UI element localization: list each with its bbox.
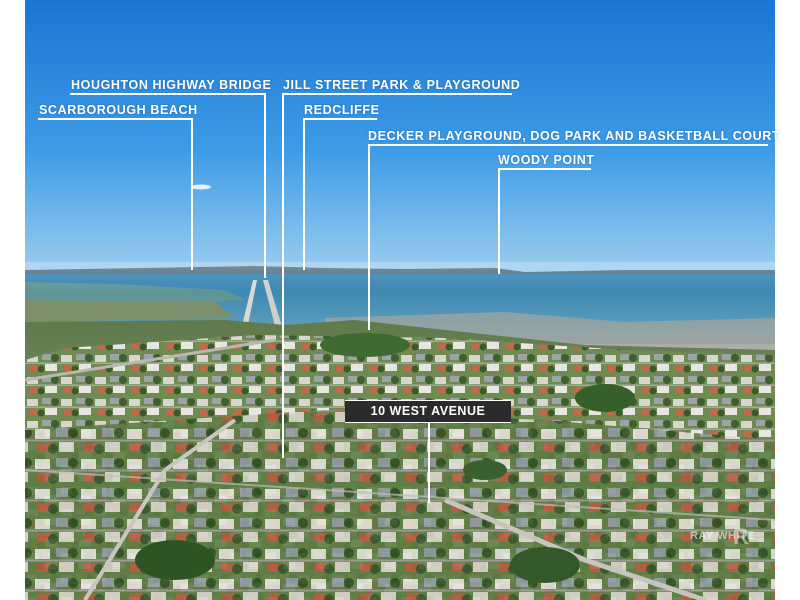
- callout-line-scarborough-beach: [191, 118, 193, 270]
- underline-decker-playground: [368, 144, 768, 146]
- label-redcliffe: REDCLIFFE: [304, 103, 380, 117]
- callout-line-woody-point: [498, 168, 500, 274]
- label-houghton-highway-bridge: HOUGHTON HIGHWAY BRIDGE: [71, 78, 272, 92]
- callout-line-redcliffe: [303, 118, 305, 270]
- label-decker-playground: DECKER PLAYGROUND, DOG PARK AND BASKETBA…: [368, 129, 781, 143]
- underline-jill-street-park: [282, 93, 512, 95]
- underline-redcliffe: [303, 118, 377, 120]
- watermark-mark: R: [733, 524, 749, 549]
- underline-houghton-highway-bridge: [70, 93, 266, 95]
- aerial-photo: [25, 0, 775, 600]
- callout-line-houghton-highway-bridge: [264, 93, 266, 278]
- label-scarborough-beach: SCARBOROUGH BEACH: [39, 103, 198, 117]
- callout-line-jill-street-park: [282, 93, 284, 458]
- underline-woody-point: [498, 168, 591, 170]
- label-jill-street-park: JILL STREET PARK & PLAYGROUND: [283, 78, 521, 92]
- address-label: 10 WEST AVENUE: [345, 400, 511, 423]
- watermark-logo: RAY WHITE: [690, 530, 756, 542]
- callout-line-decker-playground: [368, 144, 370, 330]
- callout-line-address: [428, 421, 430, 503]
- underline-scarborough-beach: [38, 118, 193, 120]
- label-woody-point: WOODY POINT: [498, 153, 595, 167]
